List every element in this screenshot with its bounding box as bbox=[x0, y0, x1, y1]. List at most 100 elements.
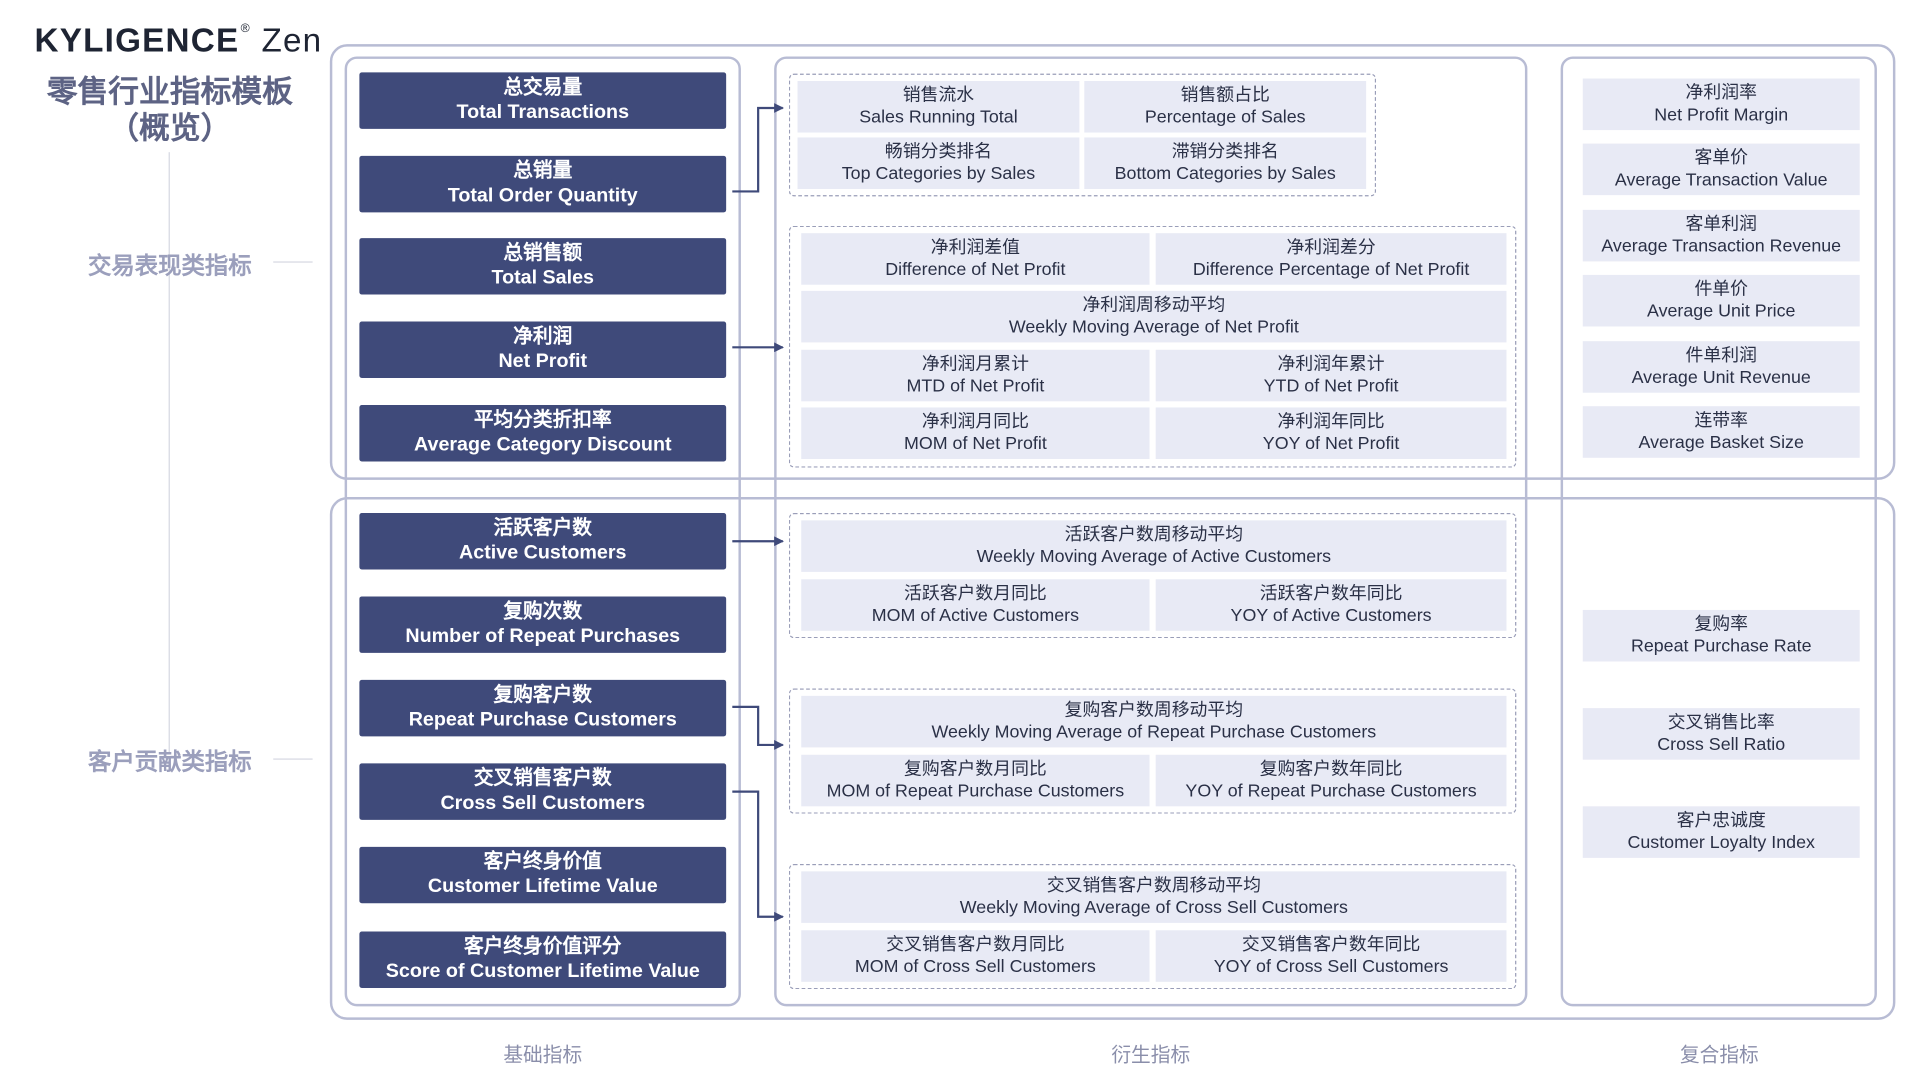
metric-name-en: Number of Repeat Purchases bbox=[405, 625, 681, 647]
derived-group-active-customers bbox=[788, 513, 1517, 639]
metric-name-en: Average Basket Size bbox=[1638, 433, 1804, 453]
column-label-derived: 衍生指标 bbox=[1111, 1045, 1191, 1067]
derived-group-net-profit bbox=[788, 225, 1517, 468]
metric-name-zh: 净利润年同比 bbox=[1277, 412, 1385, 433]
metric-name-zh: 总销售额 bbox=[503, 243, 583, 264]
column-frame-composite bbox=[1560, 56, 1877, 1007]
page-title: 零售行业指标模板 （概览） bbox=[34, 74, 305, 148]
metric-name-zh: 交叉销售客户数 bbox=[473, 768, 612, 790]
connector-repeat-customers-to-group bbox=[732, 705, 784, 750]
metric-name-en: Average Unit Revenue bbox=[1631, 368, 1811, 388]
metric-name-zh: 活跃客户数年同比 bbox=[1259, 584, 1403, 604]
metric-name-en: YOY of Cross Sell Customers bbox=[1213, 957, 1449, 977]
page-title-line2: （概览） bbox=[108, 111, 232, 147]
metric-name-en: MOM of Repeat Purchase Customers bbox=[826, 781, 1125, 802]
base-metric-card: 总销售额 Total Sales bbox=[359, 238, 727, 295]
metric-name-en: YOY of Net Profit bbox=[1262, 434, 1400, 455]
metric-name-zh: 活跃客户数月同比 bbox=[903, 584, 1047, 604]
section-tick-transactions bbox=[273, 261, 313, 263]
metric-name-en: Score of Customer Lifetime Value bbox=[385, 960, 700, 982]
metric-name-en: MOM of Cross Sell Customers bbox=[854, 957, 1096, 977]
metric-name-en: Cross Sell Ratio bbox=[1657, 735, 1786, 755]
metric-name-en: Average Unit Price bbox=[1646, 301, 1796, 322]
metric-name-en: MOM of Active Customers bbox=[871, 606, 1080, 626]
brand-logo: KYLIGENCE® Zen bbox=[34, 22, 322, 60]
metric-name-en: Top Categories by Sales bbox=[841, 164, 1036, 185]
page-title-line1: 零售行业指标模板 bbox=[46, 74, 293, 110]
metric-name-zh: 件单价 bbox=[1694, 279, 1748, 300]
metric-name-zh: 复购客户数周移动平均 bbox=[1064, 700, 1244, 721]
metric-name-en: Sales Running Total bbox=[859, 108, 1018, 128]
metric-name-zh: 交叉销售客户数月同比 bbox=[886, 935, 1065, 955]
section-frame-customers bbox=[329, 497, 1896, 1020]
metric-name-zh: 客户终身价值评分 bbox=[463, 936, 622, 958]
metric-name-zh: 交叉销售客户数周移动平均 bbox=[1046, 876, 1261, 896]
metric-name-en: Weekly Moving Average of Repeat Purchase… bbox=[931, 722, 1377, 743]
metric-name-en: Total Sales bbox=[491, 267, 595, 289]
derived-group-sales bbox=[788, 73, 1376, 197]
section-tick-customers bbox=[273, 758, 313, 760]
metric-name-zh: 净利润差值 bbox=[930, 238, 1020, 258]
metric-name-en: Repeat Purchase Rate bbox=[1630, 636, 1812, 657]
metric-name-en: Total Transactions bbox=[456, 101, 630, 123]
metric-name-zh: 净利润率 bbox=[1685, 83, 1757, 104]
metric-name-zh: 总交易量 bbox=[503, 77, 583, 99]
metric-name-en: Average Transaction Revenue bbox=[1601, 236, 1842, 257]
metric-name-zh: 畅销分类排名 bbox=[884, 142, 992, 163]
metric-name-zh: 复购客户数月同比 bbox=[903, 759, 1047, 780]
metric-name-en: Average Transaction Value bbox=[1614, 170, 1828, 191]
metric-name-zh: 复购次数 bbox=[503, 601, 583, 623]
metric-name-en: Repeat Purchase Customers bbox=[408, 709, 677, 731]
brand-name: KYLIGENCE bbox=[34, 22, 240, 59]
metric-name-zh: 复购率 bbox=[1694, 614, 1748, 635]
metric-name-en: Difference Percentage of Net Profit bbox=[1192, 260, 1470, 280]
section-frame-transactions bbox=[329, 44, 1896, 480]
metric-name-zh: 净利润周移动平均 bbox=[1082, 295, 1226, 316]
metric-name-zh: 净利润月累计 bbox=[921, 354, 1029, 375]
metric-name-en: Active Customers bbox=[459, 542, 627, 564]
metric-name-zh: 活跃客户数 bbox=[493, 517, 592, 539]
column-frame-derived bbox=[774, 56, 1528, 1007]
metric-name-en: Average Category Discount bbox=[413, 434, 672, 456]
metric-name-zh: 净利润差分 bbox=[1286, 238, 1376, 258]
metric-name-zh: 客单利润 bbox=[1685, 214, 1757, 235]
connector-cross-sell-to-group bbox=[732, 790, 784, 922]
metric-name-zh: 交叉销售客户数年同比 bbox=[1241, 935, 1421, 955]
brand-product: Zen bbox=[261, 22, 323, 59]
metric-name-zh: 净利润年累计 bbox=[1277, 354, 1385, 375]
column-frame-base bbox=[344, 56, 741, 1007]
metric-name-en: Customer Lifetime Value bbox=[427, 876, 658, 898]
metric-name-zh: 总销量 bbox=[513, 160, 573, 182]
base-metric-card: 活跃客户数 Active Customers bbox=[359, 513, 727, 570]
metric-name-zh: 净利润月同比 bbox=[921, 412, 1029, 433]
metric-name-en: Weekly Moving Average of Net Profit bbox=[1008, 317, 1299, 338]
metric-name-en: Difference of Net Profit bbox=[885, 260, 1066, 280]
derived-group-repeat-customers bbox=[788, 688, 1517, 814]
metric-name-en: Net Profit Margin bbox=[1654, 105, 1789, 126]
